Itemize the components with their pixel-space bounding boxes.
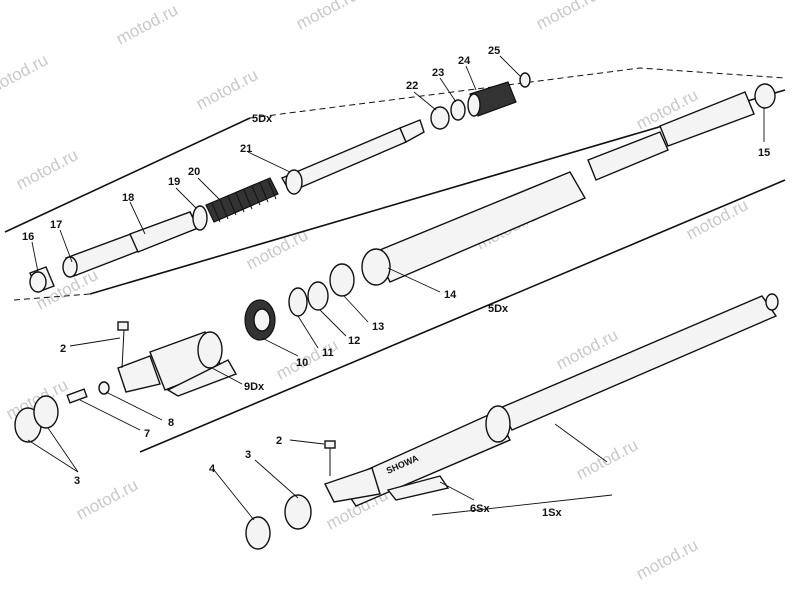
part-20-spring: [205, 177, 279, 223]
label-20: 20: [188, 166, 200, 178]
part-14-tube: [361, 91, 755, 286]
label-5dx-a: 5Dx: [252, 113, 273, 125]
label-15: 15: [758, 147, 770, 159]
watermark: motod.ru: [193, 65, 261, 113]
part-8-washer: [98, 381, 110, 395]
part-3-clamp-b: [284, 494, 312, 530]
label-19: 19: [168, 176, 180, 188]
label-7: 7: [144, 428, 150, 440]
label-4: 4: [209, 463, 216, 475]
part-23-washer: [450, 99, 466, 121]
watermark: motod.ru: [0, 50, 51, 98]
watermark: motod.ru: [113, 0, 181, 48]
label-10: 10: [296, 357, 308, 369]
part-10-seal: [244, 299, 276, 341]
part-9dx-slider: [117, 331, 238, 397]
label-1sx: 1Sx: [542, 507, 562, 519]
part-15-bush: [754, 83, 776, 109]
label-11: 11: [322, 347, 334, 359]
label-3b: 3: [245, 449, 251, 461]
label-6sx: 6Sx: [470, 503, 490, 515]
label-5dx-b: 5Dx: [488, 303, 509, 315]
label-12: 12: [348, 335, 360, 347]
label-3a: 3: [74, 475, 80, 487]
watermark: motod.ru: [633, 535, 701, 583]
part-19-collar: [192, 205, 208, 231]
part-17-18-rod: [62, 211, 199, 278]
part-3-clamps: [14, 395, 59, 443]
label-24: 24: [458, 55, 471, 67]
label-2a: 2: [60, 343, 66, 355]
watermark: motod.ru: [533, 0, 601, 34]
part-4-clamp: [245, 516, 271, 550]
label-22: 22: [406, 80, 418, 92]
part-2-bolt-a: [117, 321, 129, 369]
label-13: 13: [372, 321, 384, 333]
damper-cartridge: [29, 72, 531, 293]
label-25: 25: [488, 45, 500, 57]
watermark: motod.ru: [573, 435, 641, 483]
label-17: 17: [50, 219, 62, 231]
label-23: 23: [432, 67, 444, 79]
part-7-bolt: [66, 388, 88, 404]
label-8: 8: [168, 417, 174, 429]
part-25-cap: [519, 72, 531, 88]
part-6sx-slider: SHOWA: [324, 405, 511, 507]
label-21: 21: [240, 143, 252, 155]
label-9dx: 9Dx: [244, 381, 265, 393]
label-2b: 2: [276, 435, 282, 447]
part-24-bumper: [467, 81, 517, 117]
right-leg-parts: [14, 83, 776, 443]
part-16-bush: [29, 266, 55, 293]
left-tube-top: [765, 293, 779, 311]
watermark: motod.ru: [73, 475, 141, 523]
watermark: motod.ru: [13, 145, 81, 193]
part-labels: 1Sx 2 2 3 3 4 5Dx 5Dx 6Sx 7 8 9Dx 10 11 …: [22, 45, 770, 519]
part-13-ring: [329, 263, 355, 297]
label-16: 16: [22, 231, 34, 243]
part-2-bolt-b: [324, 440, 336, 476]
part-11-clip: [288, 287, 308, 317]
leader-lines: [27, 55, 765, 521]
part-21-seal-rod: [281, 119, 425, 195]
left-inner-tube: [499, 295, 778, 431]
label-14: 14: [444, 289, 457, 301]
part-12-ring: [307, 281, 329, 311]
left-leg-assembly: SHOWA: [245, 293, 779, 550]
watermark: motod.ru: [293, 0, 361, 34]
label-18: 18: [122, 192, 134, 204]
part-22-nut: [430, 106, 450, 130]
